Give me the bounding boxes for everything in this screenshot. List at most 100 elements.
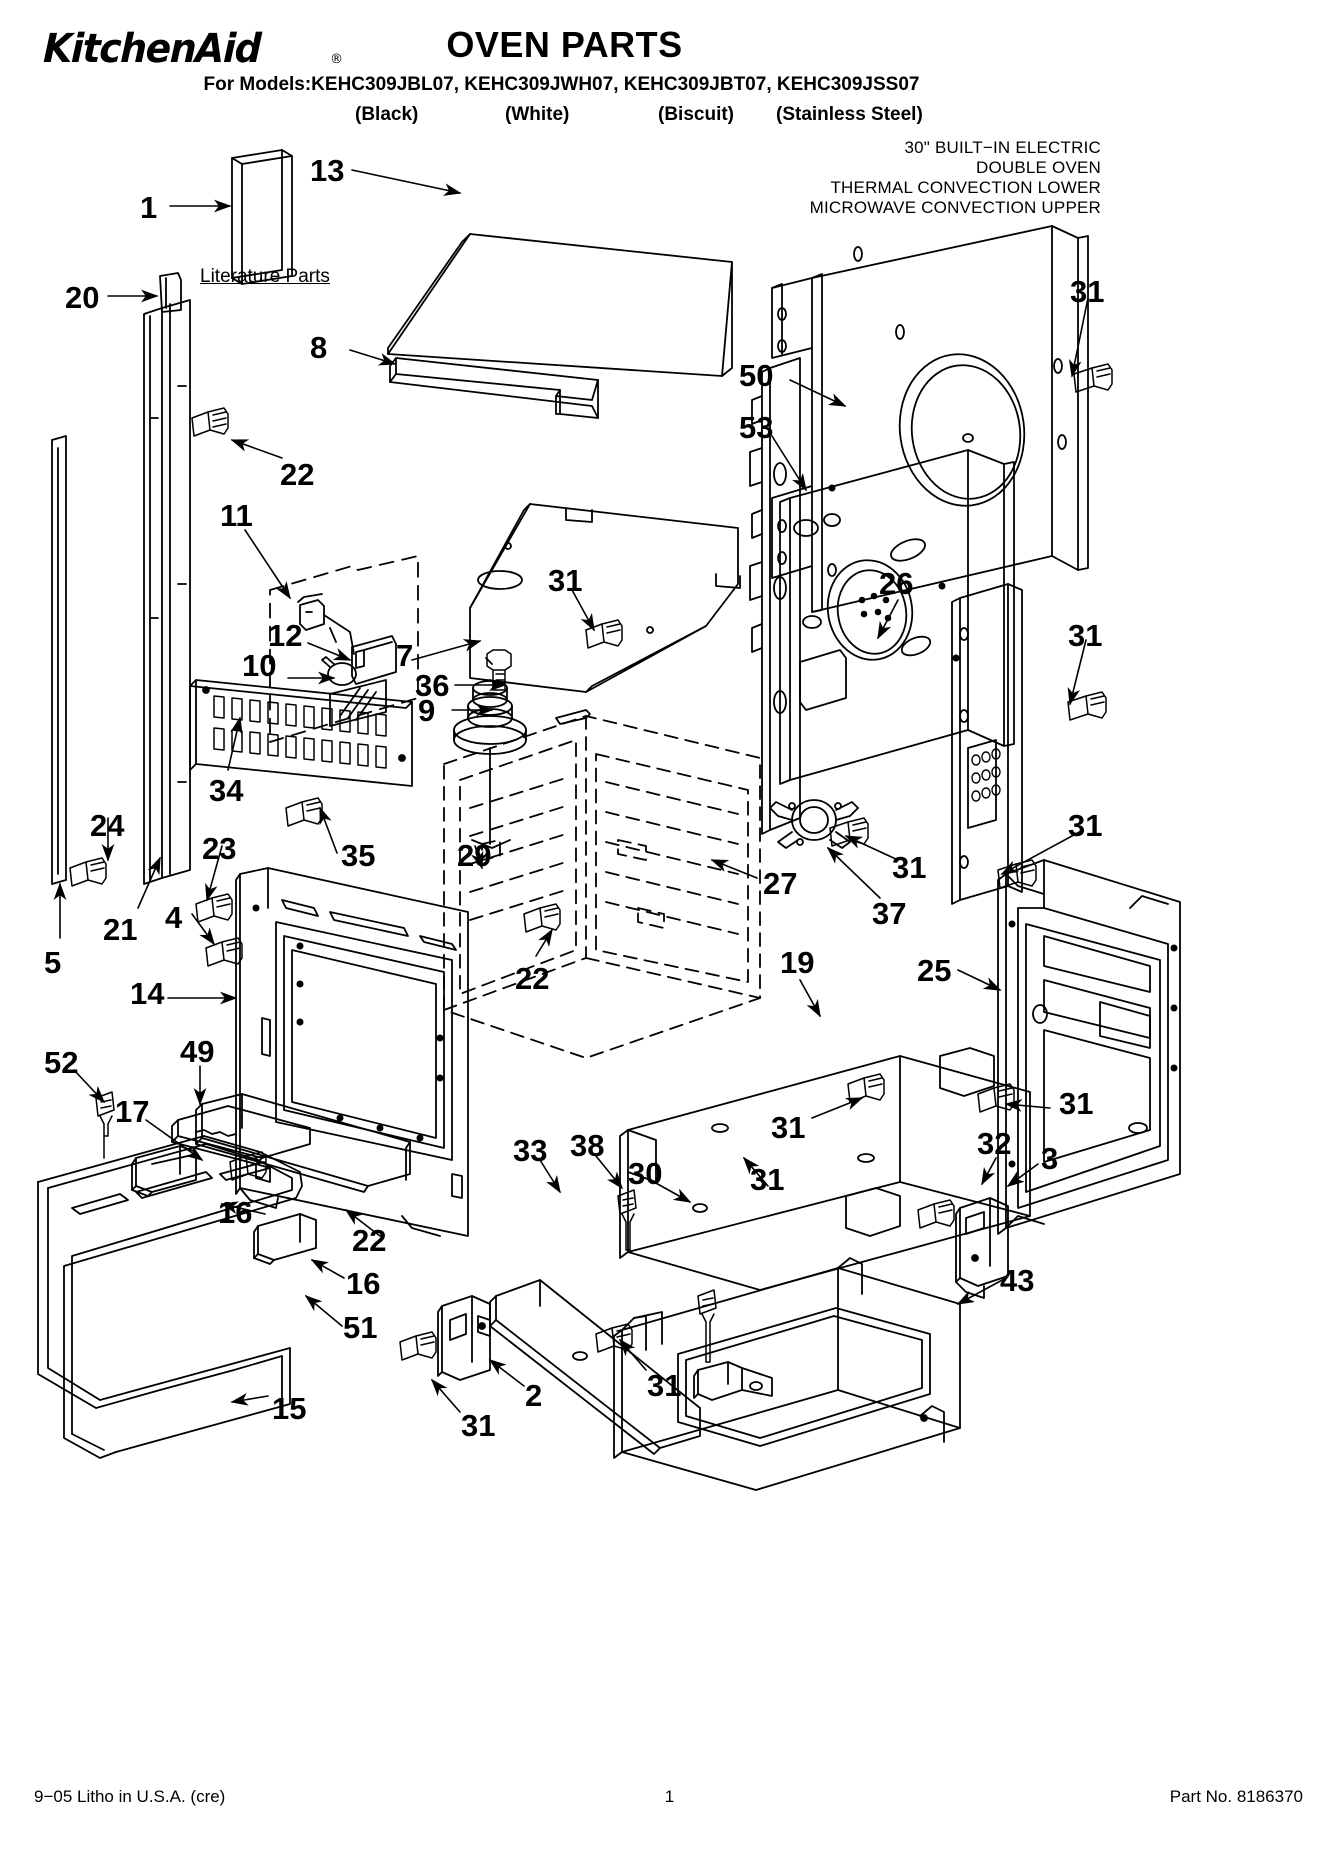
callout-25: 25 xyxy=(917,953,952,988)
callout-29: 29 xyxy=(457,838,492,873)
part-cap xyxy=(159,272,182,313)
callout-31-g: 31 xyxy=(1059,1086,1094,1121)
description-line-4: MICROWAVE CONVECTION UPPER xyxy=(809,198,1101,217)
callout-53: 53 xyxy=(739,410,774,445)
description-line-1: 30" BUILT−IN ELECTRIC xyxy=(904,138,1101,157)
screw-4 xyxy=(205,937,243,967)
screw-23 xyxy=(195,893,233,923)
callout-10: 10 xyxy=(242,648,277,683)
part-oven-cavity xyxy=(443,715,761,1059)
part-side-rail-21 xyxy=(143,299,191,885)
part-rear-panel-50 xyxy=(771,225,1089,613)
callout-32: 32 xyxy=(977,1126,1012,1161)
screw-35 xyxy=(285,797,323,827)
part-door-panel-25 xyxy=(997,859,1181,1235)
screw-31-pan xyxy=(595,1323,633,1353)
callout-34: 34 xyxy=(209,773,244,808)
part-upper-shelf xyxy=(469,503,741,693)
models-line: For Models:KEHC309JBL07, KEHC309JWH07, K… xyxy=(203,74,920,95)
callout-36: 36 xyxy=(415,668,450,703)
callout-1: 1 xyxy=(140,190,158,225)
part-cavity-gasket xyxy=(555,709,591,725)
screw-31-mid-right xyxy=(1067,691,1107,721)
callout-33: 33 xyxy=(513,1133,548,1168)
screw-22-cavity xyxy=(523,903,561,933)
callout-23: 23 xyxy=(202,831,237,866)
callout-52: 52 xyxy=(44,1045,79,1080)
callout-27: 27 xyxy=(763,866,798,901)
footer-litho-info: 9−05 Litho in U.S.A. (cre) xyxy=(34,1787,226,1806)
callout-35: 35 xyxy=(341,838,376,873)
screw-31-right-column xyxy=(997,859,1037,889)
callout-11: 11 xyxy=(220,498,253,533)
screw-31-shelf-right xyxy=(847,1073,885,1103)
description-line-3: THERMAL CONVECTION LOWER xyxy=(830,178,1101,197)
part-top-panel xyxy=(387,233,733,377)
callout-37: 37 xyxy=(872,896,907,931)
callout-30: 30 xyxy=(628,1156,663,1191)
screw-38 xyxy=(617,1189,637,1251)
callout-8: 8 xyxy=(310,330,328,365)
description-line-2: DOUBLE OVEN xyxy=(975,158,1101,177)
footer-page-number: 1 xyxy=(664,1787,675,1806)
callout-16-a: 16 xyxy=(218,1195,253,1230)
part-trim-bar-16b xyxy=(253,1213,317,1265)
part-angle-bracket-3 xyxy=(955,1197,1009,1299)
exploded-parts-diagram: Literature Parts 1 13 20 8 31 50 53 22 1… xyxy=(0,118,1339,1718)
callout-19: 19 xyxy=(780,945,815,980)
part-bottom-shelf-19 xyxy=(619,1047,1031,1291)
callout-16-b: 16 xyxy=(346,1266,381,1301)
part-fan-motor xyxy=(453,680,527,849)
screw-22-upper xyxy=(191,407,229,437)
screw-31-hinge xyxy=(399,1331,437,1361)
callout-7: 7 xyxy=(396,638,414,673)
part-literature-manual xyxy=(231,149,293,285)
screw-24 xyxy=(69,857,107,887)
screw-22-handle xyxy=(229,1151,267,1181)
callout-9: 9 xyxy=(418,693,436,728)
callout-12: 12 xyxy=(268,618,303,653)
callout-31-b: 31 xyxy=(548,563,583,598)
callout-20: 20 xyxy=(65,280,100,315)
part-lamp-bulb xyxy=(321,656,357,686)
part-door-gasket xyxy=(37,1135,303,1459)
screw-31-clip xyxy=(829,817,869,847)
part-side-rail-5 xyxy=(51,435,67,885)
callout-50: 50 xyxy=(739,358,774,393)
screw-52 xyxy=(95,1091,115,1159)
screw-31-shelf xyxy=(585,619,623,649)
callout-21: 21 xyxy=(103,912,138,947)
callout-22-a: 22 xyxy=(280,457,315,492)
part-lamp-assembly-box xyxy=(269,555,419,743)
screw-31-base xyxy=(697,1289,717,1363)
color-label-biscuit: (Biscuit) xyxy=(658,104,734,125)
callout-31-d: 31 xyxy=(1068,808,1103,843)
callout-31-f: 31 xyxy=(771,1110,806,1145)
callout-22-c: 22 xyxy=(352,1223,387,1258)
part-right-column xyxy=(951,583,1023,905)
part-door-front-frame xyxy=(235,867,469,1237)
callout-4: 4 xyxy=(165,900,183,935)
callout-5: 5 xyxy=(44,945,62,980)
callout-26: 26 xyxy=(879,566,914,601)
callout-3: 3 xyxy=(1041,1141,1059,1176)
callout-13: 13 xyxy=(310,153,345,188)
part-small-bracket-30 xyxy=(693,1361,773,1401)
callout-31-h: 31 xyxy=(750,1162,785,1197)
callout-31-a: 31 xyxy=(1070,274,1105,309)
part-bottom-trim-33 xyxy=(489,1279,701,1455)
callout-31-e: 31 xyxy=(892,850,927,885)
model-description: 30" BUILT−IN ELECTRIC DOUBLE OVEN THERMA… xyxy=(810,138,1101,218)
callout-43: 43 xyxy=(1000,1263,1035,1298)
page-title: OVEN PARTS xyxy=(446,24,683,65)
screw-36 xyxy=(486,649,512,691)
screw-31-top-right xyxy=(1073,363,1113,393)
color-label-white: (White) xyxy=(505,104,570,125)
callout-22-b: 22 xyxy=(515,961,550,996)
color-label-stainless-steel: (Stainless Steel) xyxy=(776,104,923,125)
callout-2: 2 xyxy=(525,1378,543,1413)
part-mid-chassis-26 xyxy=(779,449,1015,785)
callout-51: 51 xyxy=(343,1310,378,1345)
part-lamp-lens xyxy=(351,635,397,685)
